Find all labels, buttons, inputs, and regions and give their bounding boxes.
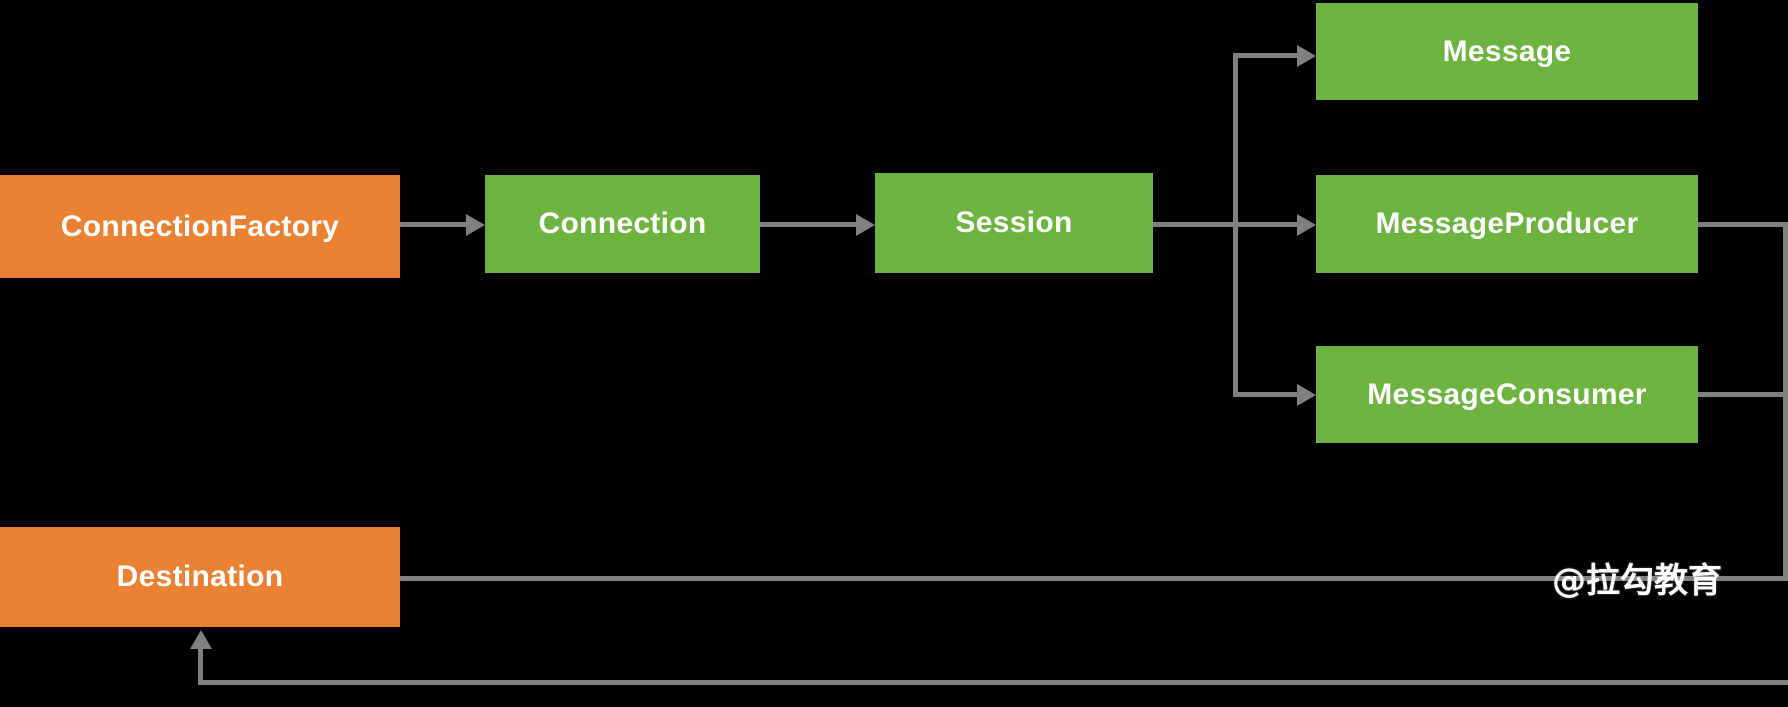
node-message-consumer[interactable]: MessageConsumer [1316,346,1698,443]
edge-connectionfactory-to-connection-line [400,222,466,227]
node-connection-factory-label: ConnectionFactory [60,209,340,243]
edge-session-to-message-arrowhead [1297,44,1316,67]
node-destination[interactable]: Destination [0,527,400,627]
node-message-label: Message [1442,34,1572,68]
edge-connection-to-session-line [760,222,856,227]
edge-rail-to-destination-line [378,576,1788,581]
edge-session-to-message-line [1233,53,1297,58]
node-connection-factory[interactable]: ConnectionFactory [0,175,400,278]
node-session[interactable]: Session [875,173,1153,273]
edge-session-trunk-line [1153,222,1238,227]
node-message-consumer-label: MessageConsumer [1367,377,1647,411]
edge-session-to-messageproducer-line [1233,222,1297,227]
node-destination-label: Destination [116,560,284,593]
edge-session-to-messageconsumer-arrowhead [1297,383,1316,406]
node-message[interactable]: Message [1316,3,1698,100]
node-connection-label: Connection [538,207,707,240]
edge-right-rail-vertical [1783,222,1788,581]
node-session-label: Session [955,206,1073,239]
edge-connectionfactory-to-connection-arrowhead [466,213,485,236]
watermark: @拉勾教育 [1552,561,1722,601]
edge-connection-to-session-arrowhead [856,213,875,236]
node-connection[interactable]: Connection [485,175,760,273]
node-message-producer[interactable]: MessageProducer [1316,175,1698,273]
edge-bottom-loop-arrowhead [189,630,212,649]
node-message-producer-label: MessageProducer [1375,207,1639,240]
edge-bottom-loop-line [198,680,1788,685]
edge-bottom-loop-vertical [198,648,203,682]
edge-session-to-messageconsumer-line [1233,392,1297,397]
edge-messageconsumer-to-rail-line [1698,392,1788,397]
edge-session-to-messageproducer-arrowhead [1297,213,1316,236]
edge-messageproducer-to-rail-line [1698,222,1788,227]
